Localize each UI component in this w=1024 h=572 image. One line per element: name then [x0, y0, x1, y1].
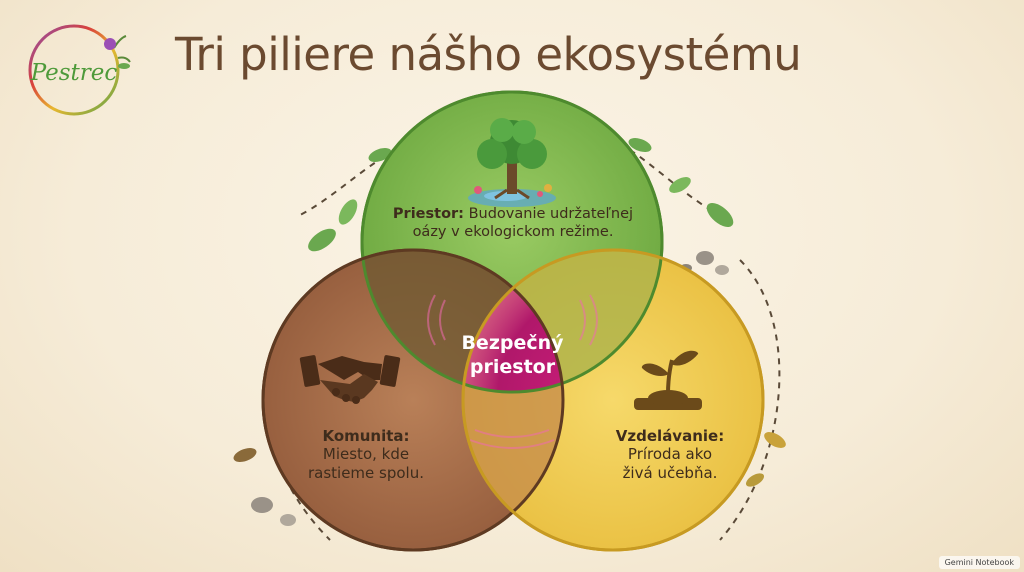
- sprout-icon: [634, 350, 702, 410]
- label-priestor-text2: oázy v ekologickom režime.: [412, 223, 614, 240]
- label-komunita-text1: Miesto, kde: [322, 445, 410, 464]
- label-priestor-text1: Budovanie udržateľnej: [468, 206, 634, 222]
- center-label-line2: priestor: [469, 355, 556, 378]
- gemini-notebook-badge: Gemini Notebook: [938, 556, 1020, 569]
- label-vzdelavanie-text1: Príroda ako: [627, 445, 713, 464]
- label-priestor: Priestor: Budovanie udržateľnej oázy v e…: [380, 206, 646, 241]
- center-intersection: [463, 250, 563, 392]
- pestrec-logo: Pestrec: [28, 24, 131, 116]
- label-priestor-heading: Priestor:: [392, 206, 464, 222]
- center-label: Bezpečný priestor: [440, 332, 585, 380]
- label-vzdelavanie-heading: Vzdelávanie:: [615, 427, 725, 445]
- logo-text: Pestrec: [30, 60, 118, 86]
- label-komunita-text2: rastieme spolu.: [307, 463, 424, 482]
- thistle-icon: [104, 38, 116, 50]
- page-title: Tri piliere nášho ekosystému: [175, 28, 802, 81]
- label-komunita-heading: Komunita:: [322, 427, 410, 445]
- label-komunita: Komunita: Miesto, kde rastieme spolu.: [282, 427, 450, 482]
- center-label-line1: Bezpečný: [461, 332, 564, 354]
- tree-icon: [468, 118, 556, 207]
- label-vzdelavanie: Vzdelávanie: Príroda ako živá učebňa.: [590, 427, 750, 482]
- handshake-icon: [299, 355, 401, 404]
- label-vzdelavanie-text2: živá učebňa.: [622, 463, 718, 482]
- glow-ripples: [427, 294, 598, 449]
